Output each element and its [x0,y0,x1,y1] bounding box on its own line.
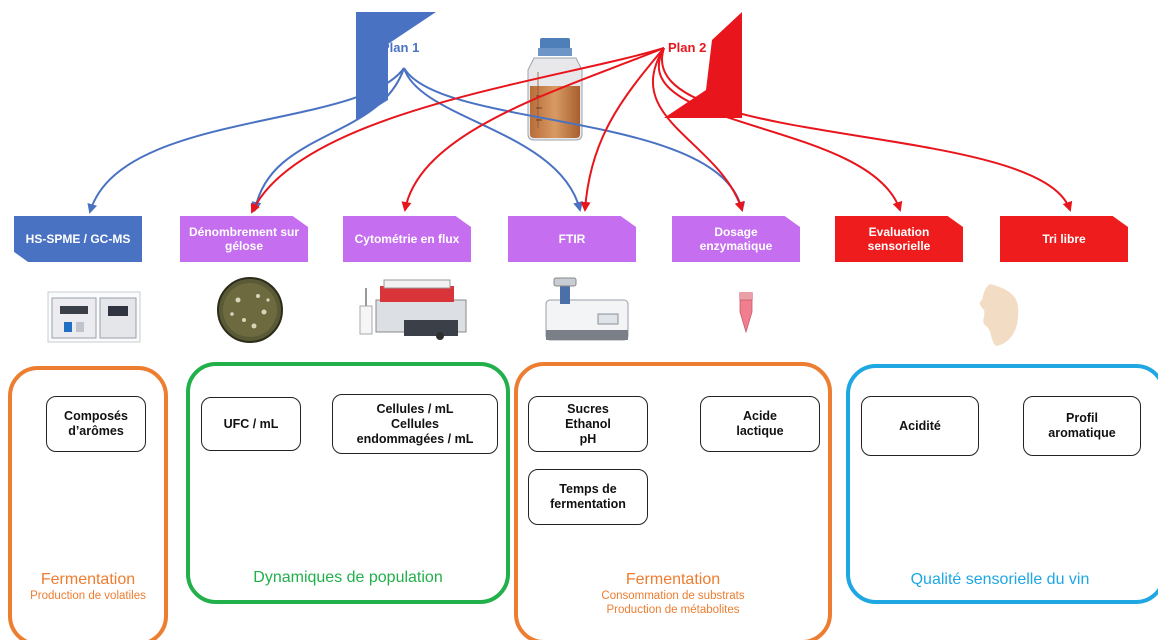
group-metabolites [514,362,832,640]
group-population-caption: Dynamiques de population [190,568,506,587]
measure-profil-aromatique: Profil aromatique [1023,396,1141,456]
microtube-icon [739,292,753,334]
method-tab-ftir: FTIR [508,216,636,262]
group-aromes-caption: Fermentation Production de volatiles [10,570,166,603]
method-tab-tri-libre: Tri libre [1000,216,1128,262]
group-metabolites-subtitle-2: Production de métabolites [606,604,740,616]
measure-temps-fermentation: Temps de fermentation [528,469,648,525]
group-aromes [8,366,168,640]
group-sensoriel [846,364,1158,604]
petri-dish-icon [217,277,283,343]
method-tab-evaluation-sensorielle: Evaluation sensorielle [835,216,963,262]
measure-acidite: Acidité [861,396,979,456]
measure-ufc-ml: UFC / mL [201,397,301,451]
group-sensoriel-caption: Qualité sensorielle du vin [850,570,1150,589]
measure-composes-aromes: Composés d’arômes [46,396,146,452]
method-tab-denombrement: Dénombrement sur gélose [180,216,308,262]
group-metabolites-title: Fermentation [625,571,721,588]
method-tab-dosage-enzymatique: Dosage enzymatique [672,216,800,262]
plan2-arrows [250,47,1073,214]
group-population [186,362,510,604]
plan1-arrows [87,67,746,214]
group-aromes-subtitle: Production de volatiles [30,590,146,602]
method-tab-cytometrie: Cytométrie en flux [343,216,471,262]
group-metabolites-caption: Fermentation Consommation de substrats P… [518,570,828,617]
measure-sucres-ethanol-ph: Sucres Ethanol pH [528,396,648,452]
method-tab-hs-spme-gc-ms: HS-SPME / GC-MS [14,216,142,262]
measure-cellules-ml: Cellules / mL Cellules endommagées / mL [332,394,498,454]
plan1-label: Plan 1 [381,40,420,55]
face-profile-icon [979,284,1019,346]
plan2-bracket [664,12,742,118]
group-population-title: Dynamiques de population [253,569,443,586]
group-sensoriel-title: Qualité sensorielle du vin [910,571,1090,588]
gc-ms-instrument-icon [47,291,141,343]
plan1-bracket [356,12,436,120]
plan2-label: Plan 2 [668,40,707,55]
flow-cytometer-icon [359,279,467,340]
ftir-spectrometer-icon [545,277,629,341]
group-aromes-title: Fermentation [40,571,136,588]
group-metabolites-subtitle-1: Consommation de substrats [601,590,745,602]
measure-acide-lactique: Acide lactique [700,396,820,452]
